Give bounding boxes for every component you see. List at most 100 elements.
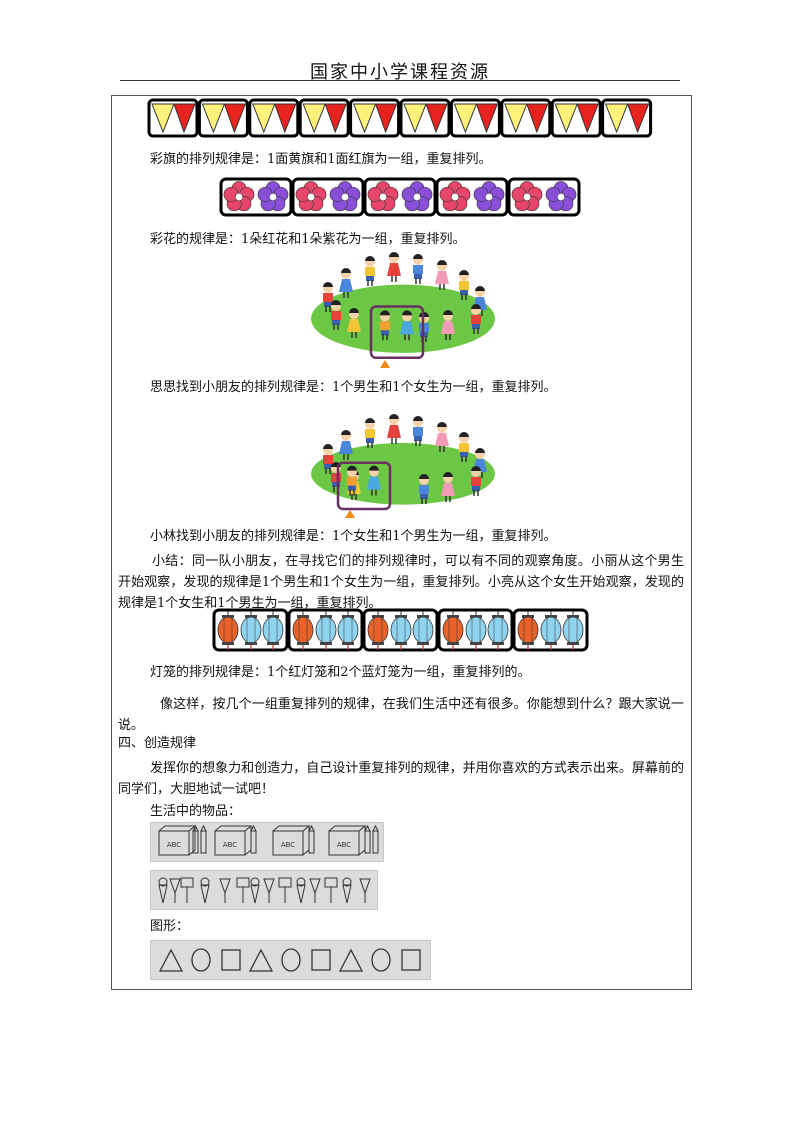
- flag-strip: [147, 98, 655, 138]
- highlight-box: [336, 461, 392, 511]
- flower-strip: [219, 177, 583, 217]
- pencil-sketch: [308, 824, 315, 854]
- ice-cream-cone-sketch: [296, 877, 306, 904]
- purple-flower: [257, 181, 289, 212]
- flower-group: [507, 177, 581, 217]
- red-flower: [511, 181, 543, 212]
- highlight-box: [369, 305, 425, 360]
- red-flag: [626, 103, 650, 134]
- yellow-flag: [201, 103, 226, 134]
- children-circle-graphic-1: [311, 252, 495, 368]
- blue-lantern: [337, 611, 359, 650]
- content-frame: [111, 95, 692, 990]
- pencil-sketch: [372, 824, 379, 854]
- ice-cream-cone-sketch: [250, 877, 260, 904]
- red-flag: [425, 103, 448, 134]
- flag-group: [147, 98, 199, 138]
- boy-figure: [413, 416, 423, 446]
- flower-group: [291, 177, 365, 217]
- abc-box-sketch: ABC: [328, 825, 367, 856]
- ice-cream-cone-sketch: [158, 877, 168, 904]
- purple-flower: [473, 181, 505, 212]
- popsicle-sketch: [359, 878, 371, 903]
- girl-figure: [435, 260, 449, 290]
- lollipop-sketch: [180, 877, 194, 903]
- red-flag: [526, 103, 549, 134]
- snack-sketch: [150, 870, 378, 910]
- header-title: 国家中小学课程资源: [310, 62, 490, 83]
- purple-flower: [329, 181, 361, 212]
- lollipop-sketch: [324, 877, 338, 903]
- svg-text:ABC: ABC: [281, 841, 295, 849]
- red-flag: [173, 103, 196, 134]
- flag-group: [248, 98, 300, 138]
- girl-figure: [400, 310, 414, 341]
- children-circle-illustration-2: [308, 410, 498, 520]
- red-flower: [295, 181, 327, 212]
- red-flag: [324, 103, 347, 134]
- girl-figure: [367, 465, 381, 496]
- children-circle-illustration-1: [308, 248, 498, 370]
- blue-lantern: [262, 611, 284, 650]
- boy-figure: [419, 474, 429, 504]
- blue-lantern: [412, 611, 434, 650]
- lantern-strip-graphic: [212, 608, 589, 652]
- circle-shape: [371, 948, 391, 972]
- triangle-shape: [248, 948, 274, 972]
- pencil-sketch: [200, 824, 207, 854]
- red-flower: [223, 181, 255, 212]
- boy-figure: [323, 282, 333, 312]
- flower-group: [219, 177, 293, 217]
- summary-paragraph: 小结：同一队小朋友，在寻找它们的排列规律时，可以有不同的观察角度。小丽从这个男生…: [118, 554, 684, 611]
- yellow-flag: [352, 103, 377, 134]
- section-heading: 四、创造规律: [118, 736, 197, 751]
- girl-figure: [339, 268, 353, 298]
- lantern-group: [362, 608, 439, 652]
- flag-group: [601, 98, 653, 138]
- boy-figure: [380, 310, 390, 341]
- flag-group: [197, 98, 249, 138]
- blue-lantern: [390, 611, 412, 650]
- blue-lantern: [562, 611, 584, 650]
- red-flower: [367, 181, 399, 212]
- red-flag: [374, 103, 398, 134]
- flag-strip-graphic: [147, 98, 653, 138]
- flag-group: [298, 98, 350, 138]
- boy-figure: [471, 304, 481, 334]
- boy-figure: [413, 254, 423, 284]
- girl-figure: [387, 252, 401, 282]
- blue-lantern: [540, 611, 562, 650]
- snack-sketch-graphic: [158, 877, 371, 904]
- shapes-sketch-graphic: [158, 948, 421, 972]
- question-paragraph: 像这样，按几个一组重复排列的规律，在我们生活中还有很多。你能想到什么？跟大家说一…: [118, 697, 684, 733]
- flag-group: [349, 98, 401, 138]
- sisi-rule-text: 思思找到小朋友的排列规律是：1个男生和1个女生为一组，重复排列。: [150, 380, 557, 395]
- triangle-shape: [158, 948, 184, 972]
- flag-group: [550, 98, 602, 138]
- boy-figure: [331, 300, 341, 330]
- abc-box-sketch: ABC: [158, 825, 197, 856]
- lantern-group: [212, 608, 289, 652]
- girl-figure: [347, 308, 361, 338]
- popsicle-sketch: [219, 878, 231, 903]
- girl-figure: [435, 422, 449, 452]
- yellow-flag: [604, 103, 629, 134]
- yellow-flag: [252, 103, 276, 134]
- flower-rule-text: 彩花的规律是：1朵红花和1朵紫花为一组，重复排列。: [150, 232, 466, 247]
- red-flag: [274, 103, 297, 134]
- girl-figure: [441, 472, 455, 502]
- abc-box-sketch: ABC: [272, 825, 311, 856]
- popsicle-sketch: [309, 878, 321, 903]
- boy-figure: [459, 432, 469, 462]
- flag-rule-text: 彩旗的排列规律是：1面黄旗和1面红旗为一组，重复排列。: [150, 152, 492, 167]
- life-items-label: 生活中的物品：: [150, 804, 242, 819]
- circle-shape: [281, 948, 301, 972]
- yellow-flag: [504, 103, 528, 134]
- ice-cream-cone-sketch: [200, 877, 210, 904]
- svg-text:ABC: ABC: [167, 841, 181, 849]
- pencil-sketch: [192, 824, 199, 854]
- girl-figure: [339, 430, 353, 460]
- pencil-sketch: [364, 824, 371, 854]
- boy-figure: [459, 270, 469, 300]
